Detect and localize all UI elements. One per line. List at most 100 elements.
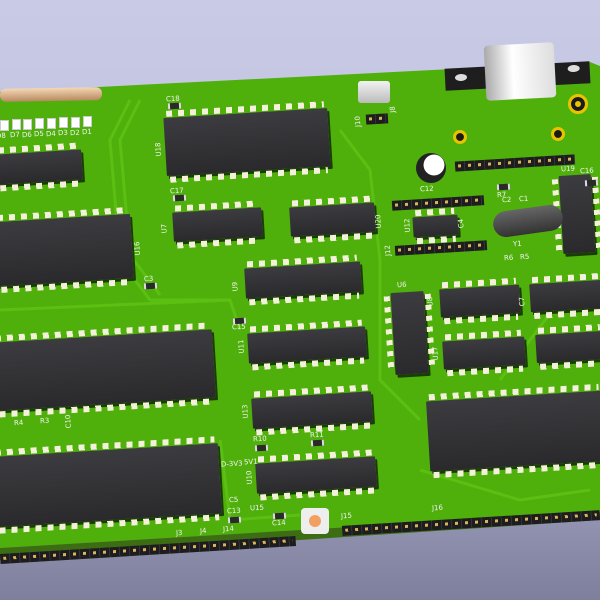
label-r11: R11 <box>309 430 324 440</box>
label-u7: U7 <box>160 223 169 234</box>
led <box>59 117 68 128</box>
label-j14: J14 <box>222 524 235 534</box>
label-u18: U18 <box>154 142 163 157</box>
chip-right-large <box>426 390 600 472</box>
chip-c7-side <box>529 279 600 313</box>
chip-u18 <box>163 108 331 176</box>
led <box>83 116 92 127</box>
led-label: D3 <box>57 128 69 138</box>
label-u15: U15 <box>249 503 265 513</box>
label-j3: J3 <box>175 528 183 538</box>
led-label: D8 <box>0 131 7 141</box>
led-label: D6 <box>21 130 33 140</box>
label-y1: Y1 <box>512 239 522 249</box>
label-u10: U10 <box>245 470 254 485</box>
db9-shell <box>483 42 557 101</box>
label-c4: C4 <box>456 218 466 229</box>
header-j10 <box>365 113 389 125</box>
chip-u13 <box>251 391 373 429</box>
chip-u10 <box>255 456 377 494</box>
smd-r7 <box>496 183 511 191</box>
label-r10: R10 <box>252 434 267 444</box>
label-u6: U6 <box>396 280 407 290</box>
chip-left-bottom <box>0 443 222 527</box>
label-u13: U13 <box>241 404 250 419</box>
mount-hole <box>567 64 580 73</box>
label-j8: J8 <box>388 106 397 114</box>
label-c16: C16 <box>579 166 594 176</box>
chip-right-middle <box>535 330 600 364</box>
chip-u11 <box>247 326 367 364</box>
chip-u12 <box>412 214 459 238</box>
label-r3: R3 <box>39 416 50 426</box>
label-j16: J16 <box>431 503 444 513</box>
label-d3v3: D-3V3 <box>220 459 243 469</box>
led <box>35 118 44 129</box>
chip-u9 <box>244 261 362 299</box>
label-u19: U19 <box>560 164 576 174</box>
chip-top-left <box>0 149 83 185</box>
led <box>71 117 80 128</box>
label-u11: U11 <box>237 339 246 354</box>
label-5v1: 5V1 <box>243 457 258 467</box>
chip-u20 <box>289 202 376 237</box>
label-c14: C14 <box>271 518 286 528</box>
label-c10: C10 <box>63 414 73 429</box>
led-label: D4 <box>45 129 57 139</box>
reset-button[interactable] <box>301 508 329 534</box>
label-u17: U17 <box>431 346 440 361</box>
smd-c16 <box>584 179 599 187</box>
label-c17: C17 <box>169 186 184 196</box>
label-u20: U20 <box>374 214 383 229</box>
label-c5: C5 <box>228 495 239 505</box>
smd-r11 <box>310 439 325 447</box>
label-c13: C13 <box>226 506 241 516</box>
chip-u7 <box>172 207 263 242</box>
smd-c3 <box>143 282 158 290</box>
label-j12: J12 <box>383 244 393 257</box>
label-r6: R6 <box>503 253 514 263</box>
led-label: D2 <box>69 128 81 138</box>
label-c18: C18 <box>165 94 180 104</box>
label-j4: J4 <box>199 526 207 536</box>
label-j10: J10 <box>353 115 363 128</box>
led-label: D7 <box>9 130 21 140</box>
led-label: D1 <box>81 127 93 137</box>
label-c3: C3 <box>143 274 154 284</box>
label-c2: C2 <box>501 195 512 205</box>
chip-u17 <box>442 336 526 370</box>
chip-u16 <box>0 213 134 287</box>
label-u8: U8 <box>426 296 435 307</box>
chip-left-middle <box>0 329 216 411</box>
standoff-rod <box>0 87 103 102</box>
label-u9: U9 <box>231 281 240 292</box>
usb-connector <box>358 81 390 103</box>
label-r4: R4 <box>13 418 24 428</box>
label-j15: J15 <box>340 511 353 521</box>
capacitor-c12 <box>416 153 446 183</box>
label-r5: R5 <box>519 252 530 262</box>
led <box>23 119 32 130</box>
label-c15: C15 <box>231 322 246 332</box>
smd-r10 <box>254 444 269 452</box>
label-u12: U12 <box>403 218 412 233</box>
mount-hole <box>551 127 565 141</box>
smd-c13 <box>227 516 242 524</box>
label-c1: C1 <box>518 194 529 204</box>
button-cap <box>309 515 321 527</box>
led <box>0 120 9 131</box>
label-u16: U16 <box>133 241 142 256</box>
chip-u8 <box>439 284 521 318</box>
mount-hole <box>454 73 468 82</box>
chip-u6 <box>390 291 429 375</box>
led <box>47 118 56 129</box>
smd-c18 <box>167 102 182 110</box>
label-c12: C12 <box>419 184 434 194</box>
led-label: D5 <box>33 129 45 139</box>
mount-hole <box>568 94 588 114</box>
mount-hole <box>453 130 467 144</box>
label-c7: C7 <box>517 296 527 307</box>
led <box>12 119 21 130</box>
smd-c17 <box>172 194 187 202</box>
